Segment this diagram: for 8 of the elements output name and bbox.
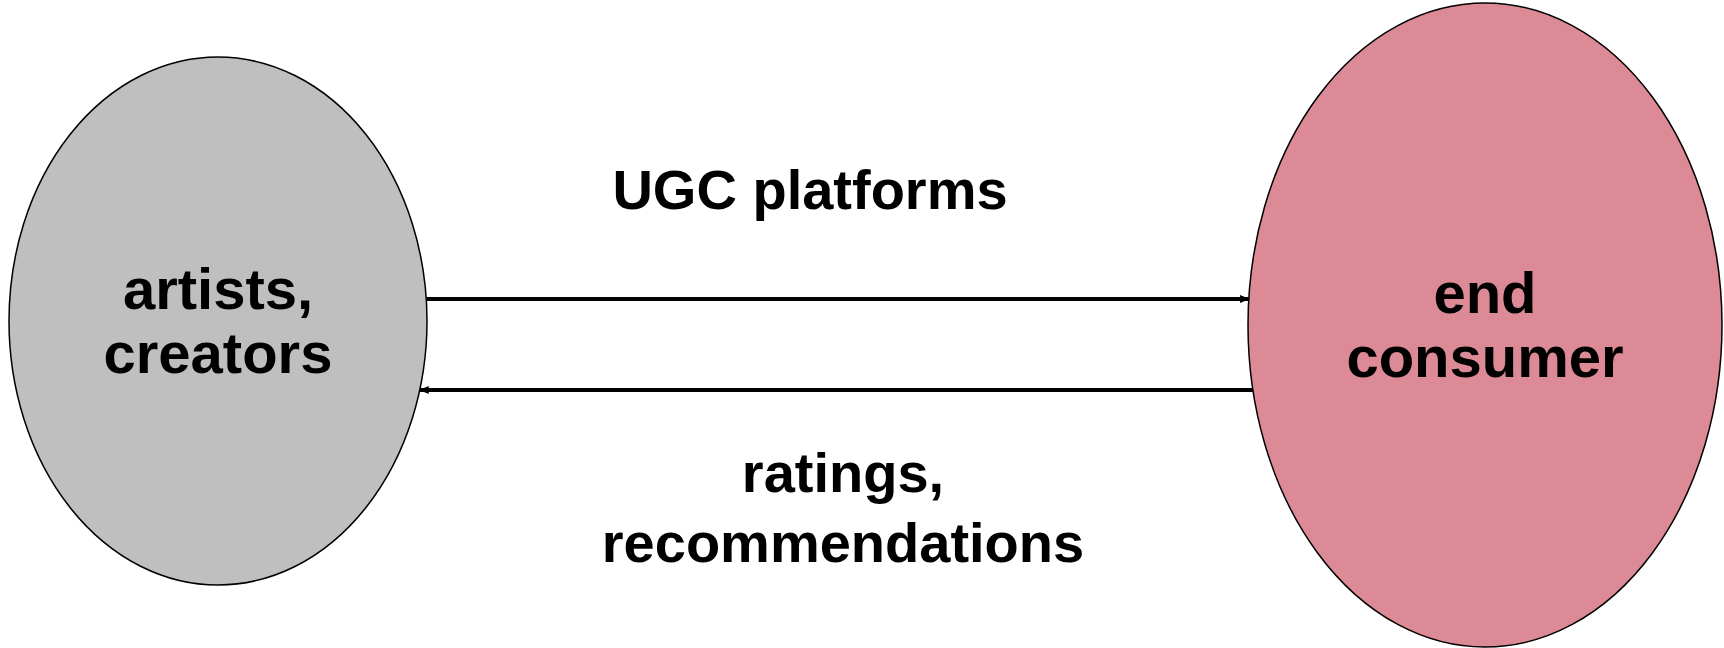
ellipse-node [1247, 2, 1723, 648]
arrow [426, 295, 1250, 303]
edge-label: UGC platforms [611, 157, 1009, 223]
edge-label: ratings, recommendations [600, 440, 1086, 576]
ellipse-node [8, 56, 428, 586]
node-label: artists, creators [102, 257, 334, 385]
arrow [418, 386, 1253, 394]
node-label: end consumer [1345, 261, 1625, 389]
